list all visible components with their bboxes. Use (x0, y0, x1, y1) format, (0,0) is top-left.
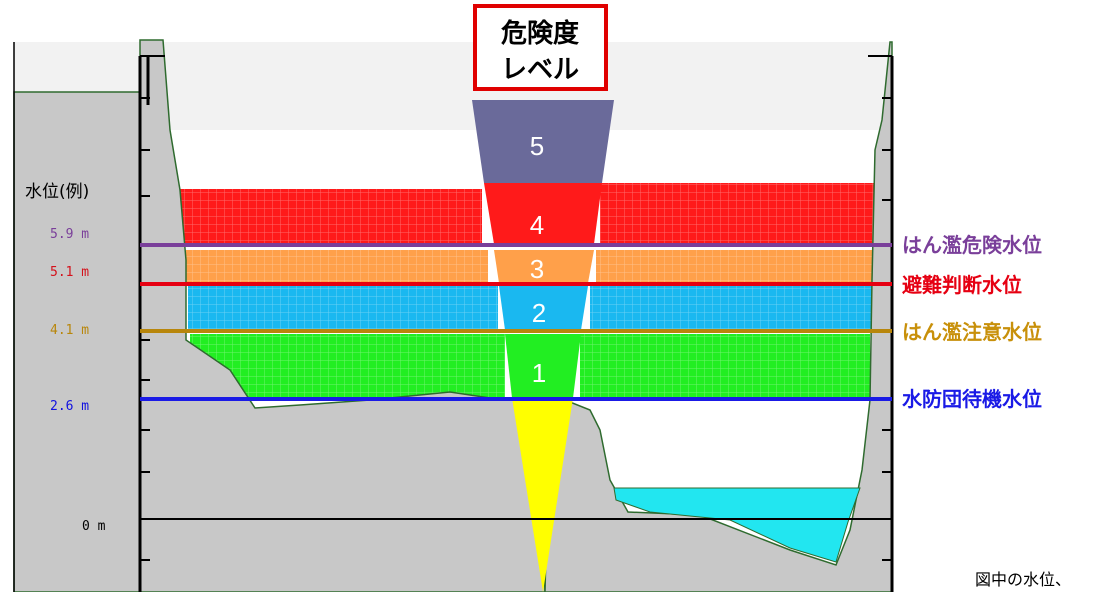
axis-frame (13, 42, 894, 592)
axis-ticks (140, 97, 892, 561)
title-line2: レベル (501, 55, 579, 85)
funnel-level4 (484, 183, 602, 244)
name-hinan-handan: 避難判断水位 (902, 273, 1022, 297)
danger-level-5: 5 (530, 131, 544, 161)
level-readings: 5.9 m 5.1 m 4.1 m 2.6 m 0 m (50, 227, 106, 534)
name-hanran-kiken: はん濫危険水位 (902, 233, 1042, 257)
danger-level-2: 2 (532, 298, 546, 328)
danger-level-3: 3 (530, 254, 544, 284)
reading-5-1: 5.1 m (50, 265, 89, 280)
reading-0: 0 m (82, 519, 106, 534)
danger-level-4: 4 (530, 210, 544, 240)
name-suibodan-taiki: 水防団待機水位 (902, 387, 1042, 411)
ground-cross-section (13, 39, 893, 592)
reading-4-1: 4.1 m (50, 323, 89, 338)
funnel-level2 (499, 286, 588, 330)
funnel-level5 (472, 100, 614, 183)
danger-level-numbers: 5 4 3 2 1 (530, 131, 546, 388)
title-line1: 危険度 (501, 18, 579, 49)
level-bands (180, 183, 875, 398)
funnel-tip (512, 398, 573, 592)
title-box: 危険度 レベル (473, 4, 608, 91)
reading-2-6: 2.6 m (50, 399, 89, 414)
caption: 図中の水位、 (975, 570, 1071, 589)
level-names: はん濫危険水位 避難判断水位 はん濫注意水位 水防団待機水位 (902, 233, 1042, 411)
danger-funnel (472, 100, 614, 592)
funnel-level1 (505, 334, 581, 398)
name-hanran-chui: はん濫注意水位 (902, 320, 1042, 344)
axis-title: 水位(例) (25, 182, 89, 202)
reading-5-9: 5.9 m (50, 227, 89, 242)
funnel-level3 (494, 250, 594, 283)
threshold-lines (140, 243, 892, 401)
danger-level-1: 1 (532, 358, 546, 388)
